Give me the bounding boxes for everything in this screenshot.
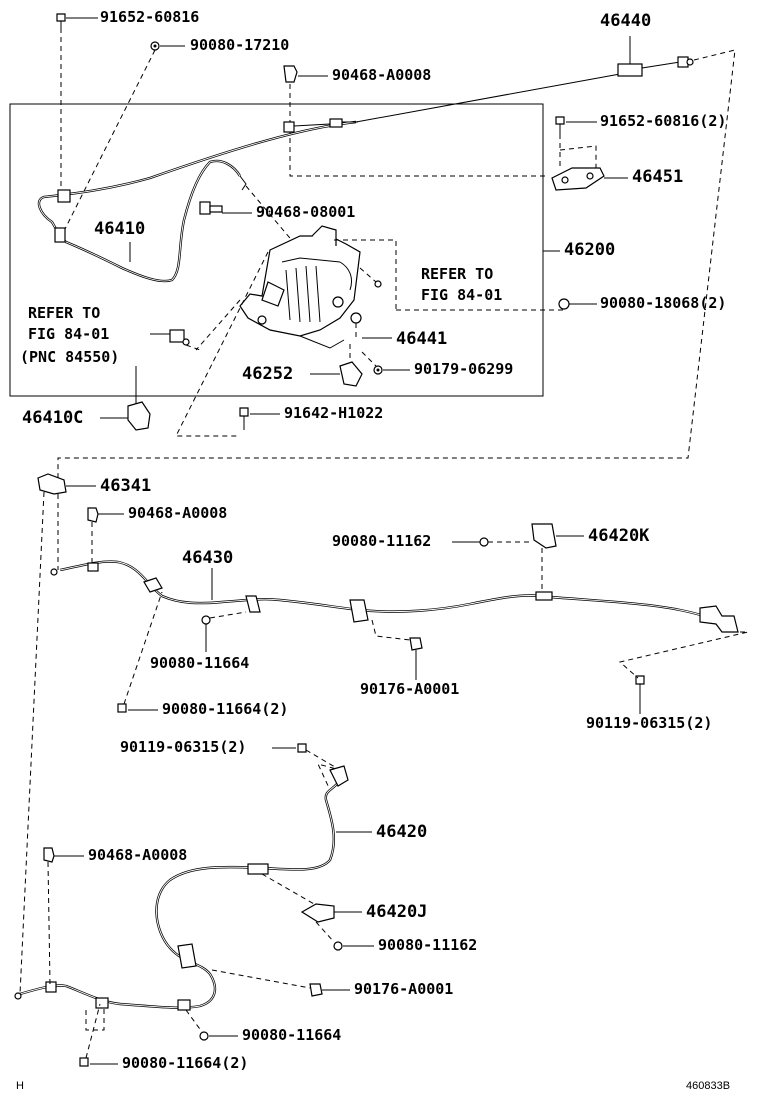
dash-90080-11664-2a: [123, 591, 163, 705]
label-90179-06299: 90179-06299: [414, 360, 514, 378]
nut-90179-06299: [373, 365, 383, 375]
label-91642-h1022: 91642-H1022: [284, 404, 384, 422]
label-90080-11664-bottom: 90080-11664: [242, 1026, 342, 1044]
dash-90179-06299: [361, 351, 377, 367]
dash-90080-11664-mid: [209, 611, 247, 619]
dash-lever-box: [334, 239, 565, 312]
nut-90080-11162-bottom: [333, 941, 343, 951]
connector-46440: [355, 56, 694, 123]
bolt-lever: [374, 280, 382, 288]
label-fig-84-01-right: FIG 84-01: [421, 286, 503, 304]
part-46410c: [127, 401, 151, 431]
clip-90176-a0001-mid: [409, 637, 423, 651]
dash-91652-60816-2: [559, 134, 597, 172]
dash-90176-a0001-mid: [371, 619, 411, 641]
nut-90080-11664-bottom: [199, 1031, 209, 1041]
dash-90080-17210: [61, 49, 156, 236]
label-46441: 46441: [396, 329, 448, 349]
label-46252: 46252: [242, 364, 294, 384]
label-90468-a0008-top: 90468-A0008: [332, 66, 432, 84]
cable-46420: [14, 765, 349, 1011]
label-90119-06315-2b: 90119-06315(2): [120, 738, 247, 756]
label-fig-84-01-left: FIG 84-01: [28, 325, 110, 343]
cable-46430: [50, 560, 739, 633]
label-90176-a0001-mid: 90176-A0001: [360, 680, 460, 698]
label-90080-18068-2: 90080-18068(2): [600, 294, 727, 312]
label-46200: 46200: [564, 240, 616, 260]
dash-46440-route: [57, 49, 736, 480]
label-46420j: 46420J: [366, 902, 428, 922]
label-91652-60816-2: 91652-60816(2): [600, 112, 727, 130]
cable-46410-end-fitting: [283, 118, 358, 133]
clip-90468-08001: [199, 201, 223, 215]
bolt-90119-06315-2b: [297, 743, 307, 753]
dash-90468-a0008-bottom: [47, 861, 51, 985]
clip-refer-fig-84-01: [169, 329, 190, 346]
bolt-91652-60816: [56, 13, 66, 28]
label-46410c: 46410C: [22, 408, 84, 428]
label-90080-11162-top: 90080-11162: [332, 532, 432, 550]
bolt-91652-60816-2: [555, 116, 565, 134]
label-46410: 46410: [94, 219, 146, 239]
footer-left-code: H: [16, 1080, 24, 1092]
label-refer-to-left: REFER TO: [28, 304, 101, 322]
drawing-number: 460833B: [686, 1080, 731, 1092]
nut-90080-11162-top: [479, 537, 489, 547]
label-46430: 46430: [182, 548, 234, 568]
nut-90080-11664-mid: [201, 615, 211, 625]
label-90080-11664-mid: 90080-11664: [150, 654, 250, 672]
bracket-46341: [37, 473, 67, 495]
clip-90468-a0008-mid: [87, 507, 99, 523]
bracket-46420k: [531, 523, 557, 549]
label-90119-06315-2a: 90119-06315(2): [586, 714, 713, 732]
label-46451: 46451: [632, 167, 684, 187]
label-91652-60816: 91652-60816: [100, 8, 200, 26]
dash-refer-left: [185, 344, 201, 351]
label-90468-a0008-mid: 90468-A0008: [128, 504, 228, 522]
label-refer-to-right: REFER TO: [421, 265, 494, 283]
assembly-46200-box: [9, 103, 544, 397]
label-90080-11664-2a: 90080-11664(2): [162, 700, 289, 718]
washer-46441: [350, 312, 362, 324]
bracket-46420j: [300, 903, 335, 923]
dash-46420j: [261, 873, 335, 943]
label-pnc-84550: (PNC 84550): [20, 348, 120, 366]
dash-90468-a0008-top: [289, 84, 545, 177]
nut-90080-17210: [150, 41, 160, 51]
bolt-91642-h1022: [239, 407, 249, 430]
nut-90080-18068: [558, 298, 570, 310]
dash-90080-11664-bottom: [185, 1009, 203, 1033]
cable-46410-clamp-left: [54, 189, 71, 243]
label-90080-11162-bottom: 90080-11162: [378, 936, 478, 954]
dash-lever-bolt: [359, 267, 377, 283]
bolt-90080-11664-2b: [79, 1057, 89, 1067]
parking-brake-lever-assembly: [239, 225, 361, 349]
label-46420k: 46420K: [588, 526, 650, 546]
cable-46410-front: [37, 120, 357, 283]
label-46341: 46341: [100, 476, 152, 496]
dash-90119-06315-2a: [618, 631, 749, 679]
label-90080-11664-2b: 90080-11664(2): [122, 1054, 249, 1072]
label-90468-a0008-bottom: 90468-A0008: [88, 846, 188, 864]
label-90176-a0001-bottom: 90176-A0001: [354, 980, 454, 998]
dash-lever-left: [175, 251, 269, 437]
cover-46252: [339, 361, 363, 387]
bracket-46451: [551, 167, 605, 191]
clip-90468-a0008-bottom: [43, 847, 55, 863]
label-90080-17210: 90080-17210: [190, 36, 290, 54]
label-90468-08001: 90468-08001: [256, 203, 356, 221]
clip-90176-a0001-bottom: [309, 983, 323, 997]
clip-90468-a0008-top: [283, 65, 298, 83]
dash-90119-06315-2b: [305, 749, 341, 791]
label-46440: 46440: [600, 11, 652, 31]
dash-46341-down: [19, 491, 45, 995]
dash-cable-46410-end: [245, 185, 301, 251]
dash-90080-11664-2b: [85, 1003, 105, 1059]
bolt-90080-11664-2a: [117, 703, 127, 713]
dash-90176-a0001-bottom: [211, 969, 311, 989]
label-46420: 46420: [376, 822, 428, 842]
cable-46410-end: [239, 175, 247, 191]
